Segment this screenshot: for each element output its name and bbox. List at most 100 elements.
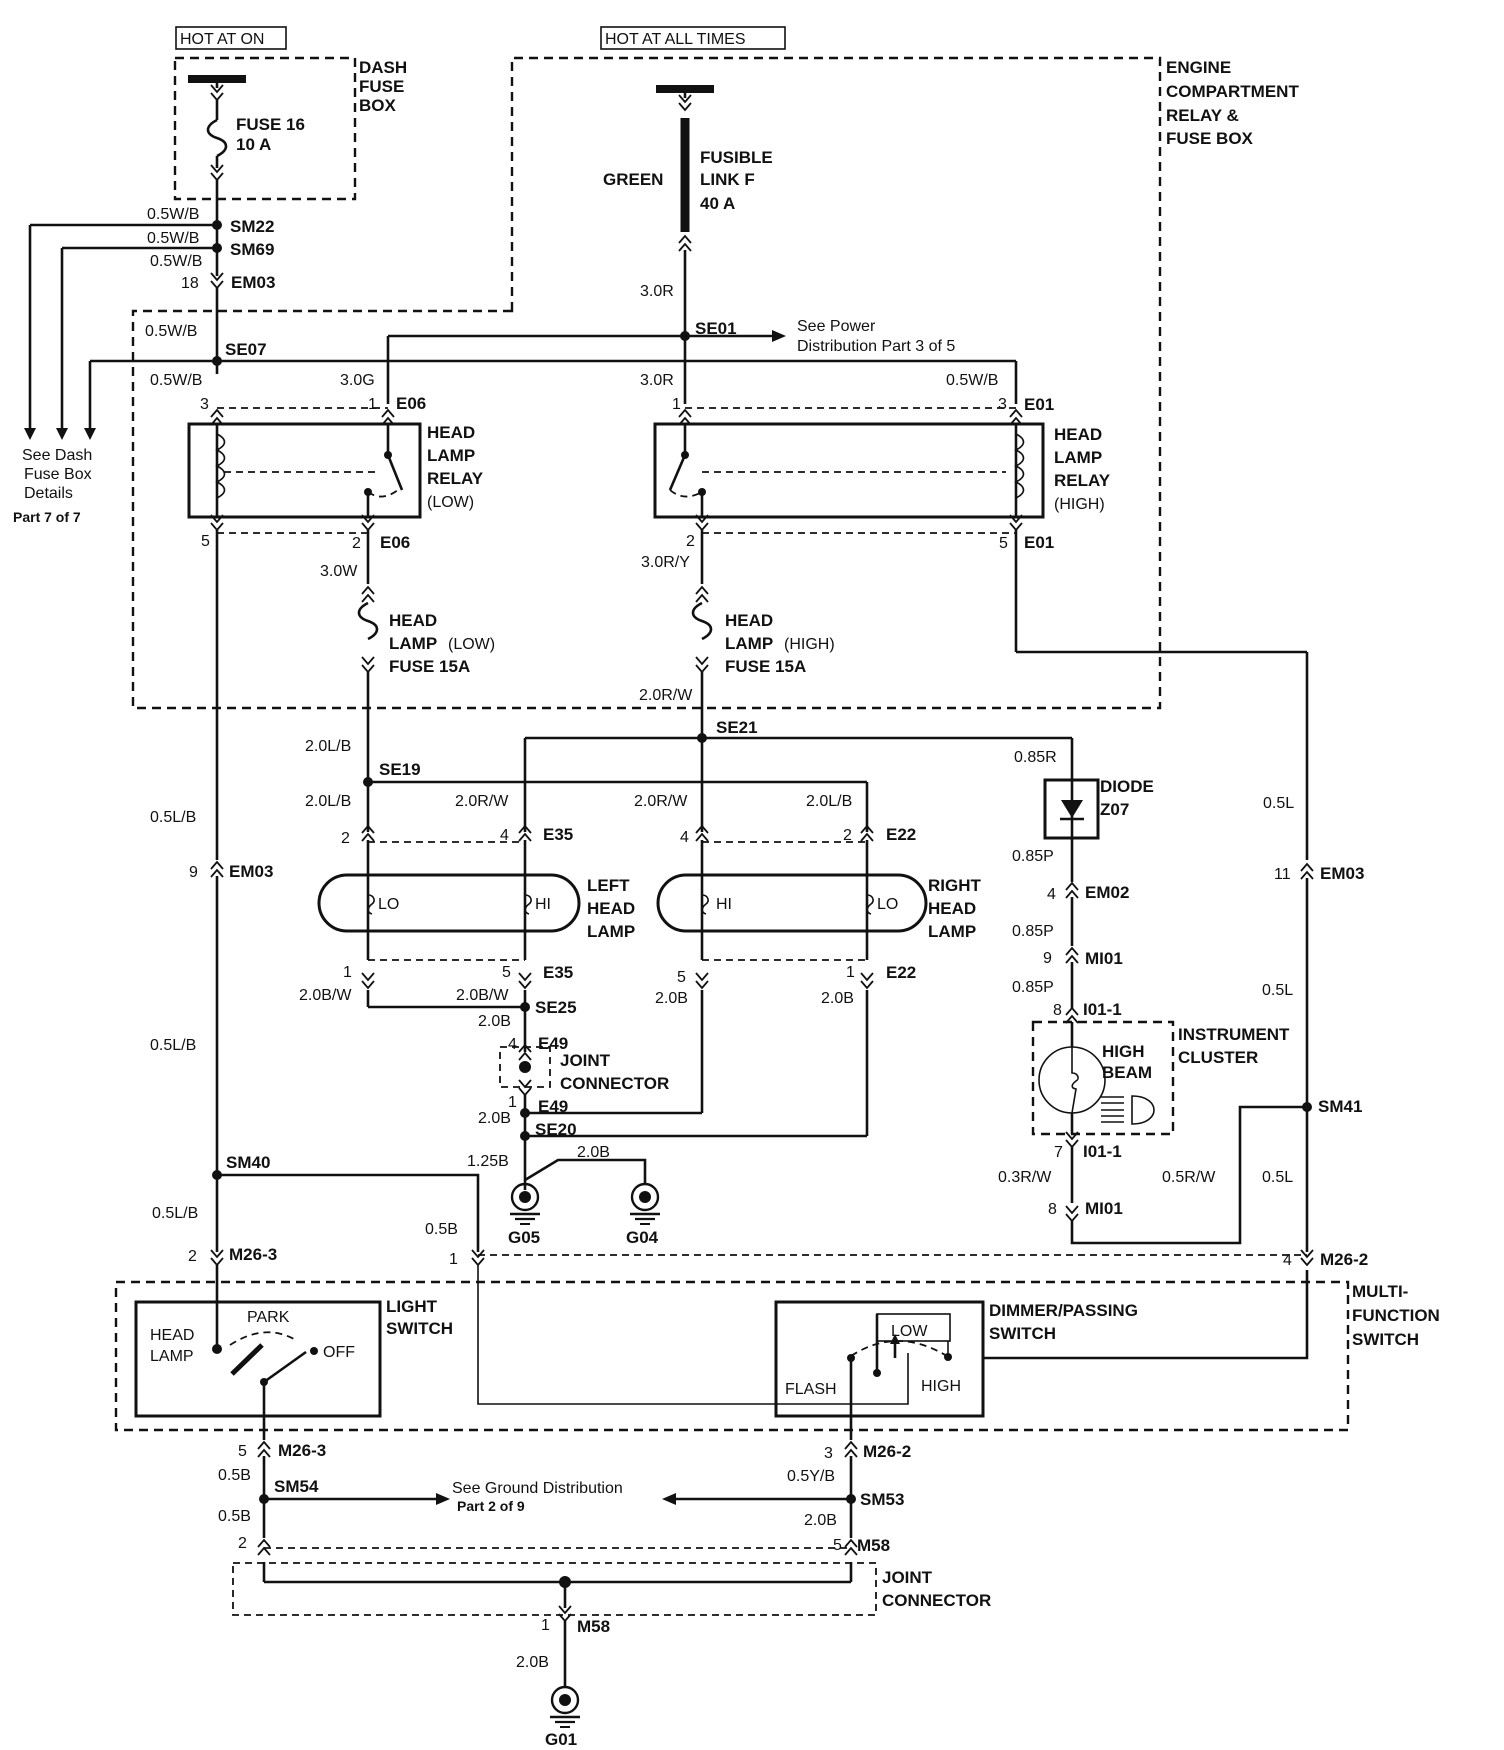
svg-text:(HIGH): (HIGH) [784,636,835,653]
svg-text:LAMP: LAMP [725,634,773,653]
svg-text:3: 3 [200,396,209,413]
svg-text:INSTRUMENT: INSTRUMENT [1178,1025,1290,1044]
svg-text:M26-2: M26-2 [863,1442,911,1461]
svg-text:RELAY: RELAY [1054,471,1111,490]
svg-text:5: 5 [502,964,511,981]
ground-g01 [548,1685,582,1729]
high-beam-indicator-icon [1101,1095,1155,1125]
hot-at-all-times-label: HOT AT ALL TIMES [600,26,786,50]
svg-text:4: 4 [1047,886,1056,903]
svg-text:E49: E49 [538,1034,568,1053]
svg-text:3.0R: 3.0R [640,372,674,389]
svg-text:2.0L/B: 2.0L/B [305,793,351,810]
svg-text:2.0B: 2.0B [577,1144,610,1161]
svg-text:2: 2 [341,830,350,847]
svg-text:0.85R: 0.85R [1014,749,1057,766]
svg-text:0.85P: 0.85P [1012,848,1054,865]
svg-text:5: 5 [201,533,210,550]
svg-text:0.5W/B: 0.5W/B [147,230,199,247]
svg-text:0.5W/B: 0.5W/B [946,372,998,389]
multi-function-label-3: SWITCH [1352,1330,1419,1349]
svg-text:I01-1: I01-1 [1083,1000,1122,1019]
svg-text:SWITCH: SWITCH [989,1324,1056,1343]
svg-text:DIODE: DIODE [1100,777,1154,796]
svg-text:E06: E06 [396,394,426,413]
svg-text:0.5W/B: 0.5W/B [150,253,202,270]
svg-text:Fuse Box: Fuse Box [24,466,92,483]
svg-text:2: 2 [238,1535,247,1552]
ground-g05-label: G05 [508,1228,540,1247]
svg-text:SE01: SE01 [695,319,737,338]
svg-text:Distribution Part 3 of 5: Distribution Part 3 of 5 [797,338,955,355]
svg-text:EM03: EM03 [1320,864,1364,883]
dash-fuse-box: DASH FUSE BOX [173,56,407,201]
svg-text:9: 9 [1043,950,1052,967]
svg-text:3: 3 [824,1445,833,1462]
svg-text:2: 2 [686,533,695,550]
ground-g04 [628,1182,662,1226]
svg-text:0.5B: 0.5B [218,1508,251,1525]
svg-text:5: 5 [238,1443,247,1460]
svg-text:2.0L/B: 2.0L/B [305,738,351,755]
svg-text:0.5L: 0.5L [1262,1169,1293,1186]
svg-text:0.5R/W: 0.5R/W [1162,1169,1216,1186]
svg-text:EM03: EM03 [231,273,275,292]
svg-text:HEAD: HEAD [150,1327,194,1344]
svg-text:2.0B: 2.0B [804,1512,837,1529]
svg-text:E06: E06 [380,533,410,552]
dash-fuse-box-label-3: BOX [359,96,397,115]
ground-g04-label: G04 [626,1228,659,1247]
svg-text:2.0B: 2.0B [478,1110,511,1127]
svg-text:1.25B: 1.25B [467,1153,509,1170]
svg-text:BEAM: BEAM [1102,1063,1152,1082]
svg-text:FLASH: FLASH [785,1381,837,1398]
svg-text:RIGHT: RIGHT [928,876,982,895]
svg-text:M26-2: M26-2 [1320,1250,1368,1269]
svg-text:E35: E35 [543,825,573,844]
right-lamp-hi: HI [716,896,732,913]
svg-text:LEFT: LEFT [587,876,630,895]
dash-fuse-box-label-2: FUSE [359,77,404,96]
fuse-16-rating: 10 A [236,135,271,154]
svg-text:1: 1 [449,1251,458,1268]
svg-text:2.0B: 2.0B [478,1013,511,1030]
svg-text:I01-1: I01-1 [1083,1142,1122,1161]
svg-text:HIGH: HIGH [921,1378,961,1395]
svg-text:2: 2 [352,535,361,552]
svg-text:4: 4 [508,1036,517,1053]
left-lamp-lo: LO [378,896,399,913]
svg-text:SM41: SM41 [1318,1097,1362,1116]
svg-text:See Ground Distribution: See Ground Distribution [452,1480,623,1497]
svg-text:E01: E01 [1024,533,1054,552]
svg-text:2.0L/B: 2.0L/B [806,793,852,810]
svg-text:MI01: MI01 [1085,1199,1123,1218]
svg-text:HEAD: HEAD [427,423,475,442]
svg-text:Part 2 of 9: Part 2 of 9 [457,1498,525,1514]
head-lamp-low-fuse: HEAD LAMP (LOW) FUSE 15A [357,586,495,676]
svg-text:1: 1 [846,964,855,981]
svg-text:HEAD: HEAD [587,899,635,918]
svg-text:3.0R/Y: 3.0R/Y [641,554,690,571]
svg-text:11: 11 [1274,866,1291,883]
svg-text:2.0R/W: 2.0R/W [639,687,693,704]
svg-text:0.5W/B: 0.5W/B [147,206,199,223]
fuse-16-name: FUSE 16 [236,115,305,134]
svg-text:FUSE 15A: FUSE 15A [725,657,806,676]
svg-text:3.0W: 3.0W [320,563,358,580]
instrument-cluster: HIGH BEAM INSTRUMENT CLUSTER [1031,1020,1290,1136]
svg-text:18: 18 [181,275,199,292]
svg-text:M58: M58 [577,1617,610,1636]
svg-text:See Dash: See Dash [22,447,92,464]
svg-text:SE25: SE25 [535,998,577,1017]
svg-text:SM40: SM40 [226,1153,270,1172]
see-dash-fuse-box-note: See Dash Fuse Box Details Part 7 of 7 [13,447,92,525]
svg-text:HEAD: HEAD [725,611,773,630]
svg-text:RELAY: RELAY [427,469,484,488]
svg-text:MI01: MI01 [1085,949,1123,968]
svg-text:8: 8 [1053,1002,1062,1019]
svg-text:7: 7 [1054,1144,1063,1161]
svg-text:E22: E22 [886,963,916,982]
svg-text:CONNECTOR: CONNECTOR [882,1591,991,1610]
multi-function-label-2: FUNCTION [1352,1306,1440,1325]
left-lamp-hi: HI [535,896,551,913]
